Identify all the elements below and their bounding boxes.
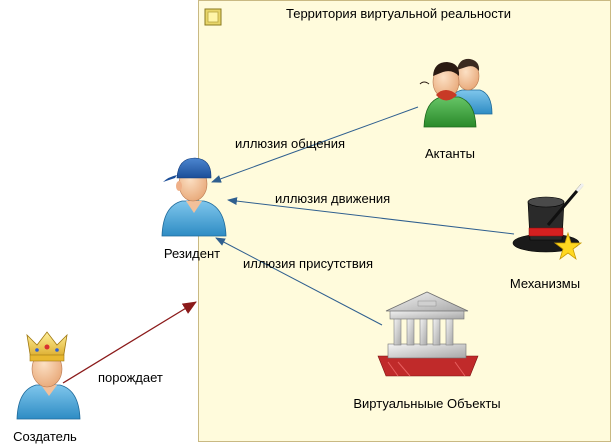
actor-objects-label: Виртуальныые Объекты — [353, 396, 501, 411]
group-people-icon — [419, 58, 493, 128]
magic-top-hat-icon — [512, 183, 585, 261]
label-presence: иллюзия присутствия — [243, 256, 374, 271]
edge-communication — [211, 106, 419, 183]
actor-actants-label: Актанты — [424, 146, 476, 161]
actor-creator-label: Создатель — [13, 429, 77, 444]
edge-presence — [215, 237, 383, 326]
label-communication: иллюзия общения — [235, 136, 345, 151]
classical-building-icon — [377, 291, 479, 377]
edge-generates — [62, 301, 197, 384]
actor-resident-label: Резидент — [163, 246, 221, 261]
label-generates: порождает — [98, 370, 163, 385]
person-blue-cap-icon — [161, 157, 227, 237]
territory-title: Территория виртуальной реальности — [286, 6, 511, 21]
label-movement: иллюзия движения — [275, 191, 391, 206]
actor-mechanisms-label: Механизмы — [509, 276, 581, 291]
edge-movement — [227, 197, 515, 235]
package-folder-icon — [204, 8, 222, 26]
person-crown-icon — [16, 331, 81, 420]
